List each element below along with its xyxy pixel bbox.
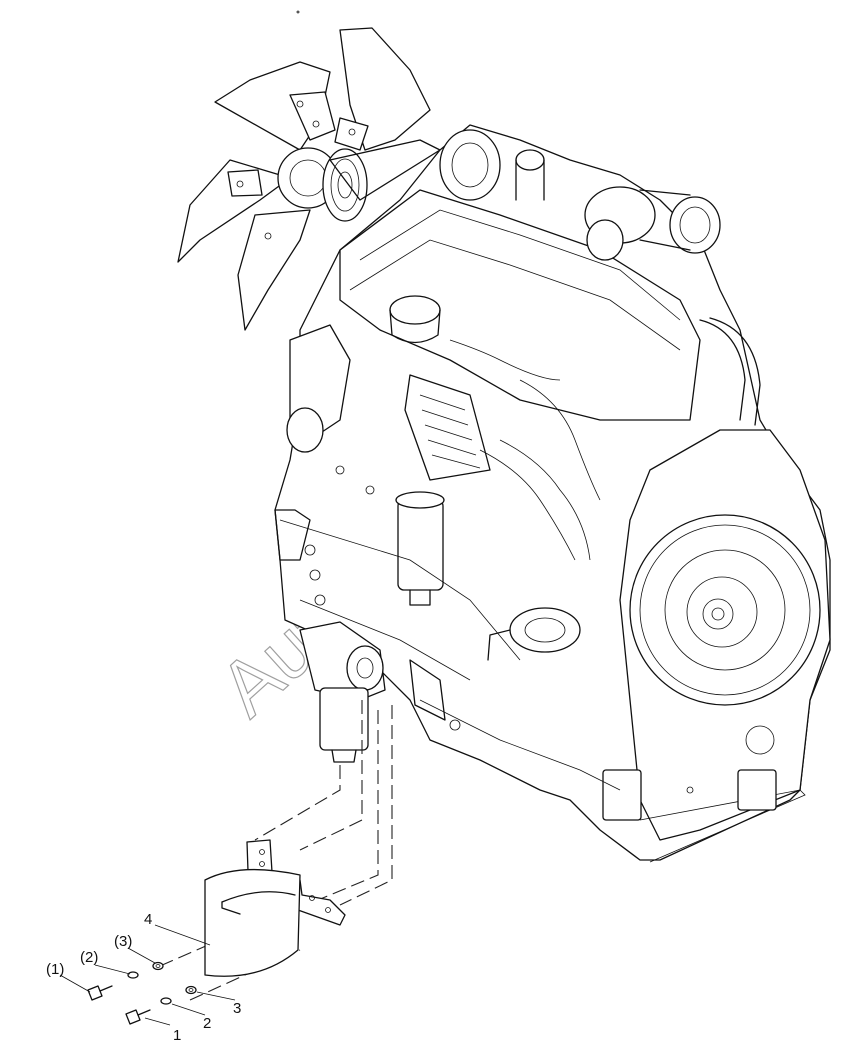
cooling-fan xyxy=(177,10,441,331)
heat-shield xyxy=(204,839,346,977)
callout-p1: (1) xyxy=(46,961,64,978)
bolt-p1 xyxy=(87,985,113,1001)
fan-blade-top xyxy=(339,27,431,151)
fan-bracket-right xyxy=(334,117,369,151)
washer-3 xyxy=(185,985,197,995)
callout-4: 4 xyxy=(144,911,152,928)
fuel-filter xyxy=(395,491,445,606)
fan-bracket-top xyxy=(289,91,336,141)
callout-p3: (3) xyxy=(114,933,132,950)
front-cover xyxy=(274,324,351,561)
fasteners xyxy=(87,961,197,1025)
fan-blade-bottom xyxy=(237,209,311,331)
engine-ecu xyxy=(404,374,491,481)
leader-lines xyxy=(59,924,236,1026)
secondary-filter xyxy=(299,621,446,763)
flywheel xyxy=(629,514,821,706)
mount-bracket xyxy=(409,659,446,721)
lock-washer-2 xyxy=(160,997,172,1005)
lock-washer-p2 xyxy=(127,971,139,979)
starter-motor xyxy=(487,607,581,661)
engine-block xyxy=(274,124,831,863)
washer-p3 xyxy=(152,961,164,971)
alternator xyxy=(439,129,545,201)
turbocharger xyxy=(584,186,721,261)
callouts: 1 2 3 4 (1) (2) (3) xyxy=(46,911,241,1044)
callout-p2: (2) xyxy=(80,949,98,966)
bolt-1 xyxy=(125,1009,151,1025)
flywheel-housing xyxy=(602,429,831,863)
fan-pulley xyxy=(322,148,368,222)
callout-1: 1 xyxy=(173,1027,181,1044)
oil-filler-cap xyxy=(389,295,441,325)
fan-bracket-left xyxy=(227,169,263,197)
callout-2: 2 xyxy=(203,1015,211,1032)
valve-cover xyxy=(339,189,701,421)
callout-3: 3 xyxy=(233,1000,241,1017)
